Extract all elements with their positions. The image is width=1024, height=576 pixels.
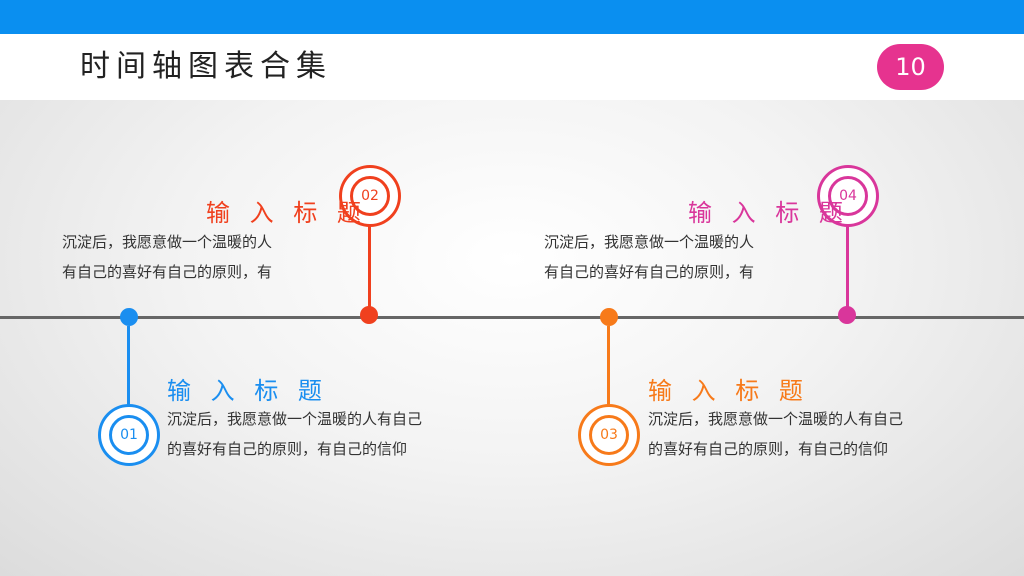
marker-number-01: 01 <box>109 415 149 455</box>
text-02-line1: 沉淀后，我愿意做一个温暖的人 <box>62 233 273 251</box>
timeline-marker-01: 01 <box>101 407 157 463</box>
text-03-line1: 沉淀后，我愿意做一个温暖的人有自己 <box>648 410 904 428</box>
timeline-marker-02: 02 <box>342 168 398 224</box>
timeline-axis <box>0 316 1024 319</box>
page-number-badge: 10 <box>877 44 944 90</box>
marker-number-02: 02 <box>350 176 390 216</box>
timeline-stem-03 <box>607 326 610 408</box>
timeline-stem-04 <box>846 222 849 308</box>
marker-number-03: 03 <box>589 415 629 455</box>
text-01-line2: 的喜好有自己的原则，有自己的信仰 <box>167 440 408 458</box>
heading-01: 输 入 标 题 <box>167 377 328 405</box>
text-04-line2: 有自己的喜好有自己的原则，有 <box>544 263 755 281</box>
timeline-stem-01 <box>127 326 130 408</box>
timeline-marker-03: 03 <box>581 407 637 463</box>
text-01-line1: 沉淀后，我愿意做一个温暖的人有自己 <box>167 410 423 428</box>
heading-03: 输 入 标 题 <box>648 377 809 405</box>
text-02-line2: 有自己的喜好有自己的原则，有 <box>62 263 273 281</box>
timeline-marker-04: 04 <box>820 168 876 224</box>
timeline-stem-02 <box>368 222 371 308</box>
header-bar <box>0 34 1024 100</box>
timeline-dot-01 <box>120 308 138 326</box>
timeline-dot-03 <box>600 308 618 326</box>
marker-number-04: 04 <box>828 176 868 216</box>
text-04-line1: 沉淀后，我愿意做一个温暖的人 <box>544 233 755 251</box>
timeline-dot-02 <box>360 306 378 324</box>
top-accent-bar <box>0 0 1024 34</box>
timeline-dot-04 <box>838 306 856 324</box>
text-03-line2: 的喜好有自己的原则，有自己的信仰 <box>648 440 889 458</box>
page-title: 时间轴图表合集 <box>80 49 332 84</box>
heading-02: 输 入 标 题 <box>206 199 367 227</box>
heading-04: 输 入 标 题 <box>688 199 849 227</box>
